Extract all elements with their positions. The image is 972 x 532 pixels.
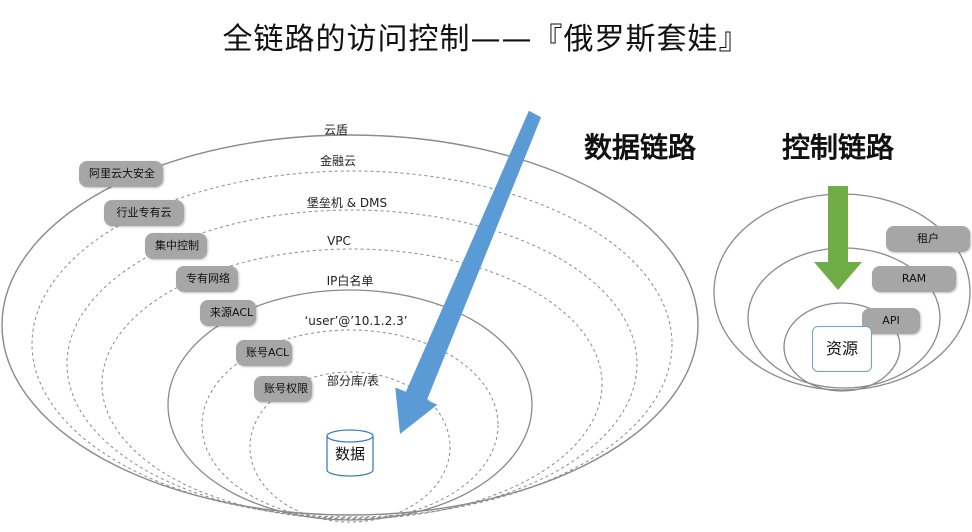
ring-table bbox=[249, 371, 451, 523]
tag-ram: RAM bbox=[872, 266, 956, 292]
tag-central-control: 集中控制 bbox=[145, 233, 207, 259]
ring-vpc bbox=[101, 248, 603, 520]
layer-label-cloud-shield: 云盾 bbox=[323, 123, 349, 137]
tag-tenant: 租户 bbox=[886, 226, 970, 252]
database-icon bbox=[326, 429, 374, 477]
layer-label-table: 部分库/表 bbox=[326, 374, 380, 388]
data-chain-rings bbox=[1, 134, 699, 523]
diagram-title: 全链路的访问控制——『俄罗斯套娃』 bbox=[222, 22, 750, 57]
tag-industry-cloud: 行业专有云 bbox=[104, 200, 184, 226]
tag-alicloud-security: 阿里云大安全 bbox=[79, 161, 163, 187]
layer-label-ip-whitelist: IP白名单 bbox=[326, 274, 374, 288]
tag-account-permission: 账号权限 bbox=[254, 376, 312, 402]
ring-bastion bbox=[66, 209, 638, 519]
ring-finance-cloud bbox=[31, 170, 673, 518]
control-chain-heading: 控制链路 bbox=[782, 131, 895, 164]
layer-label-finance-cloud: 金融云 bbox=[319, 154, 357, 168]
tag-account-acl: 账号ACL bbox=[236, 340, 292, 366]
ring-user-host bbox=[201, 329, 499, 521]
tag-source-acl: 来源ACL bbox=[200, 300, 256, 326]
control-chain-arrow bbox=[814, 186, 862, 290]
layer-label-user-host: ‘user’@’10.1.2.3’ bbox=[304, 314, 408, 328]
resource-box: 资源 bbox=[812, 326, 872, 372]
data-chain-heading: 数据链路 bbox=[584, 131, 697, 164]
ring-api bbox=[783, 302, 901, 392]
data-chain-arrow bbox=[395, 110, 542, 434]
layer-label-vpc: VPC bbox=[327, 234, 351, 248]
database-label: 数据 bbox=[334, 445, 365, 463]
ring-cloud-shield bbox=[1, 134, 699, 516]
tag-private-network: 专有网络 bbox=[176, 266, 238, 292]
tag-api: API bbox=[862, 308, 920, 334]
layer-label-bastion-dms: 堡垒机 & DMS bbox=[306, 196, 388, 210]
